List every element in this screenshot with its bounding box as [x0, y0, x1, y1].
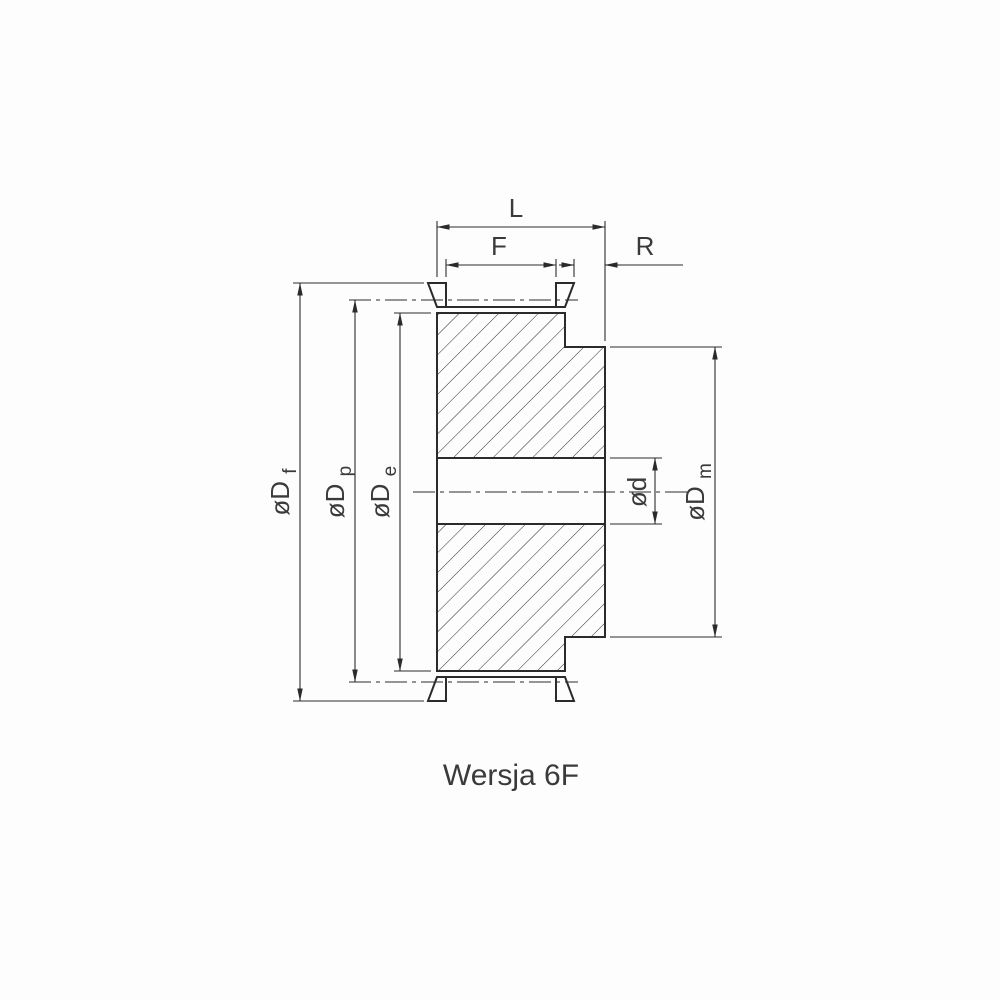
flange-top-right [555, 282, 576, 308]
dim-pitch-diameter-Dp: øD p [320, 299, 358, 683]
label-De: øD e [365, 466, 401, 518]
label-F: F [491, 231, 507, 261]
label-d: ød [622, 477, 652, 507]
dim-total-length-L: L [436, 193, 606, 341]
dim-outer-diameter-De: øD e [365, 312, 431, 672]
label-Df: øD f [265, 468, 301, 516]
label-Df-main: øD [265, 481, 295, 516]
label-d-main: ød [622, 477, 652, 507]
label-Dm: øD m [680, 463, 716, 521]
label-Dp: øD p [320, 466, 356, 518]
label-De-sub: e [380, 466, 401, 477]
label-L: L [509, 193, 523, 223]
flange-bottom-left [426, 676, 447, 702]
label-Df-sub: f [280, 468, 301, 474]
dim-hub-diameter-Dm: øD m [610, 346, 722, 638]
label-R: R [636, 231, 655, 261]
label-Dm-sub: m [695, 463, 716, 479]
label-Dm-main: øD [680, 486, 710, 521]
section-hatch-lower [437, 524, 605, 671]
label-Dp-main: øD [320, 484, 350, 519]
dim-flange-diameter-Df: øD f [265, 282, 424, 702]
dim-hub-offset-R: R [559, 231, 683, 277]
flange-bottom-right [555, 676, 576, 702]
drawing-caption: Wersja 6F [443, 759, 579, 792]
pulley-cross-section [349, 282, 688, 702]
part-outline [436, 312, 606, 672]
flange-top-left [426, 282, 447, 308]
label-De-main: øD [365, 484, 395, 519]
label-Dp-sub: p [335, 466, 356, 477]
dim-bore-diameter-d: ød [610, 457, 662, 525]
dim-face-width-F: F [445, 231, 557, 277]
section-hatch-upper [437, 313, 605, 458]
